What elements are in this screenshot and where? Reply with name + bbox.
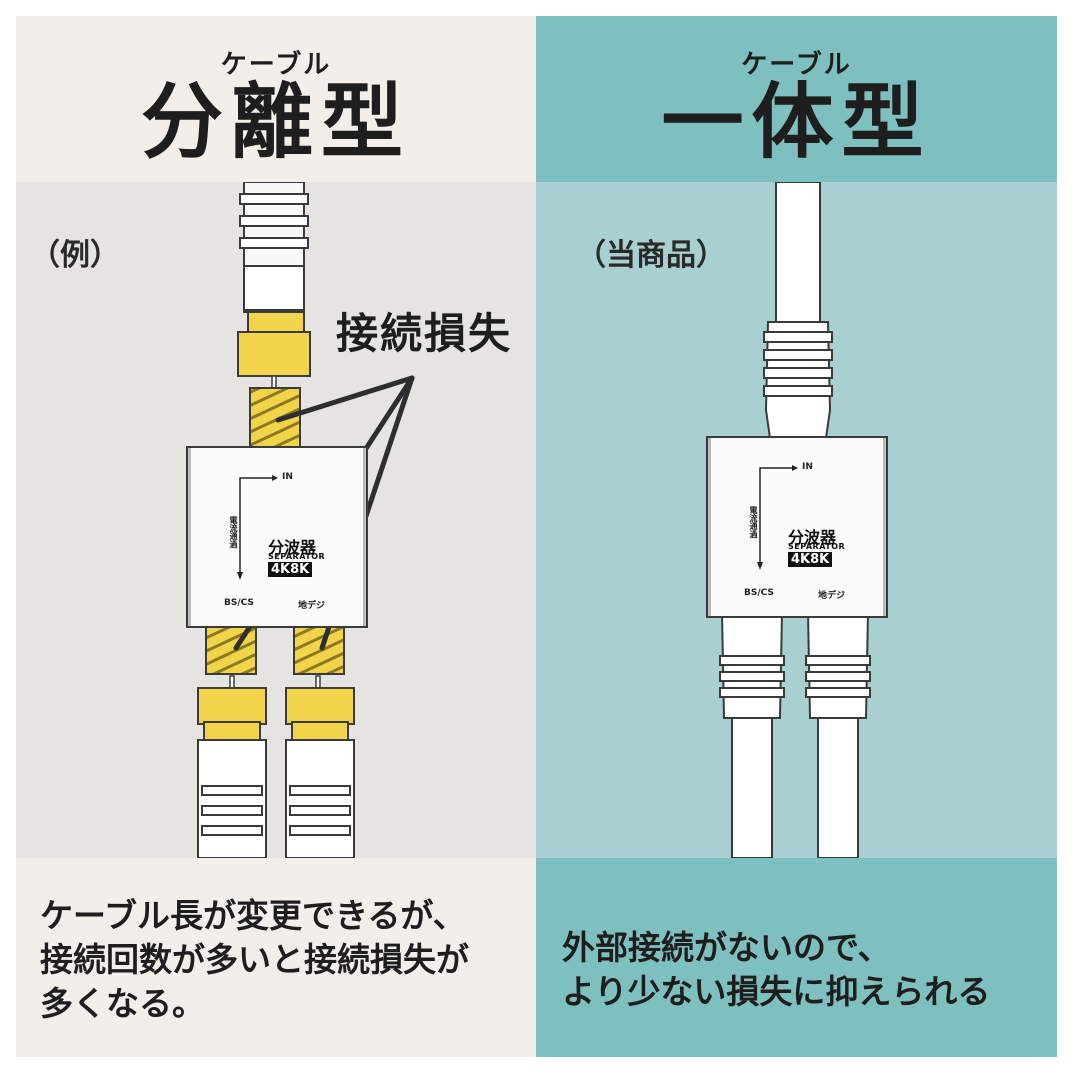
device-subtitle: SEPARATOR: [788, 542, 846, 551]
current-arrow-icon: [708, 438, 886, 616]
right-footer: 外部接続がないので、 より少ない損失に抑えられる: [536, 858, 1057, 1057]
separator-device: IN 電流通過 分波器 SEPARATOR 4K8K BS/CS 地デジ: [706, 436, 888, 618]
left-header: ケーブル 分離型: [16, 16, 536, 182]
right-footer-line: 外部接続がないので、: [562, 928, 891, 967]
in-label: IN: [282, 472, 293, 482]
port-terrestrial: 地デジ: [298, 601, 326, 611]
right-title: 一体型: [661, 75, 932, 170]
port-bscs: BS/CS: [744, 588, 774, 598]
port-bscs: BS/CS: [224, 598, 254, 608]
left-illustration: （例） 接続損失 IN 電流通過 分波器 SEPARATOR 4K8K BS/C…: [16, 182, 536, 858]
right-header: ケーブル 一体型: [536, 16, 1057, 182]
right-footer-line: より少ない損失に抑えられる: [562, 972, 991, 1011]
current-arrow-icon: [188, 448, 366, 626]
current-pass-label: 電流通過: [229, 516, 238, 548]
left-footer-line: 接続回数が多いと接続損失が: [40, 940, 469, 979]
device-brand: 分波器: [268, 538, 317, 557]
right-footer-text: 外部接続がないので、 より少ない損失に抑えられる: [562, 926, 1042, 1014]
right-example-label: （当商品）: [576, 238, 726, 273]
left-ruby: ケーブル: [220, 50, 332, 80]
device-4k8k: 4K8K: [788, 552, 833, 567]
right-ruby: ケーブル: [741, 50, 852, 80]
right-illustration: （当商品） IN 電流通過 分波器 SEPARATOR 4K8K BS/CS 地…: [536, 182, 1057, 858]
separator-device: IN 電流通過 分波器 SEPARATOR 4K8K BS/CS 地デジ: [186, 446, 368, 628]
integrated-type-panel: ケーブル 一体型: [536, 16, 1057, 1057]
left-footer: ケーブル長が変更できるが、 接続回数が多いと接続損失が 多くなる。: [16, 858, 536, 1057]
in-label: IN: [802, 462, 813, 472]
device-subtitle: SEPARATOR: [268, 552, 326, 561]
left-title: 分離型: [140, 75, 411, 170]
device-4k8k: 4K8K: [268, 562, 313, 577]
integrated-cable-illustration: [719, 182, 871, 858]
left-footer-text: ケーブル長が変更できるが、 接続回数が多いと接続損失が 多くなる。: [40, 894, 520, 1026]
left-example-label: （例）: [30, 238, 120, 273]
separate-type-panel: ケーブル 分離型: [16, 16, 536, 1057]
connection-loss-callout: 接続損失: [336, 309, 513, 358]
device-brand: 分波器: [788, 528, 837, 547]
current-pass-label: 電流通過: [749, 506, 758, 538]
left-footer-line: ケーブル長が変更できるが、: [40, 896, 466, 935]
left-footer-line: 多くなる。: [40, 984, 205, 1023]
port-terrestrial: 地デジ: [818, 591, 846, 601]
